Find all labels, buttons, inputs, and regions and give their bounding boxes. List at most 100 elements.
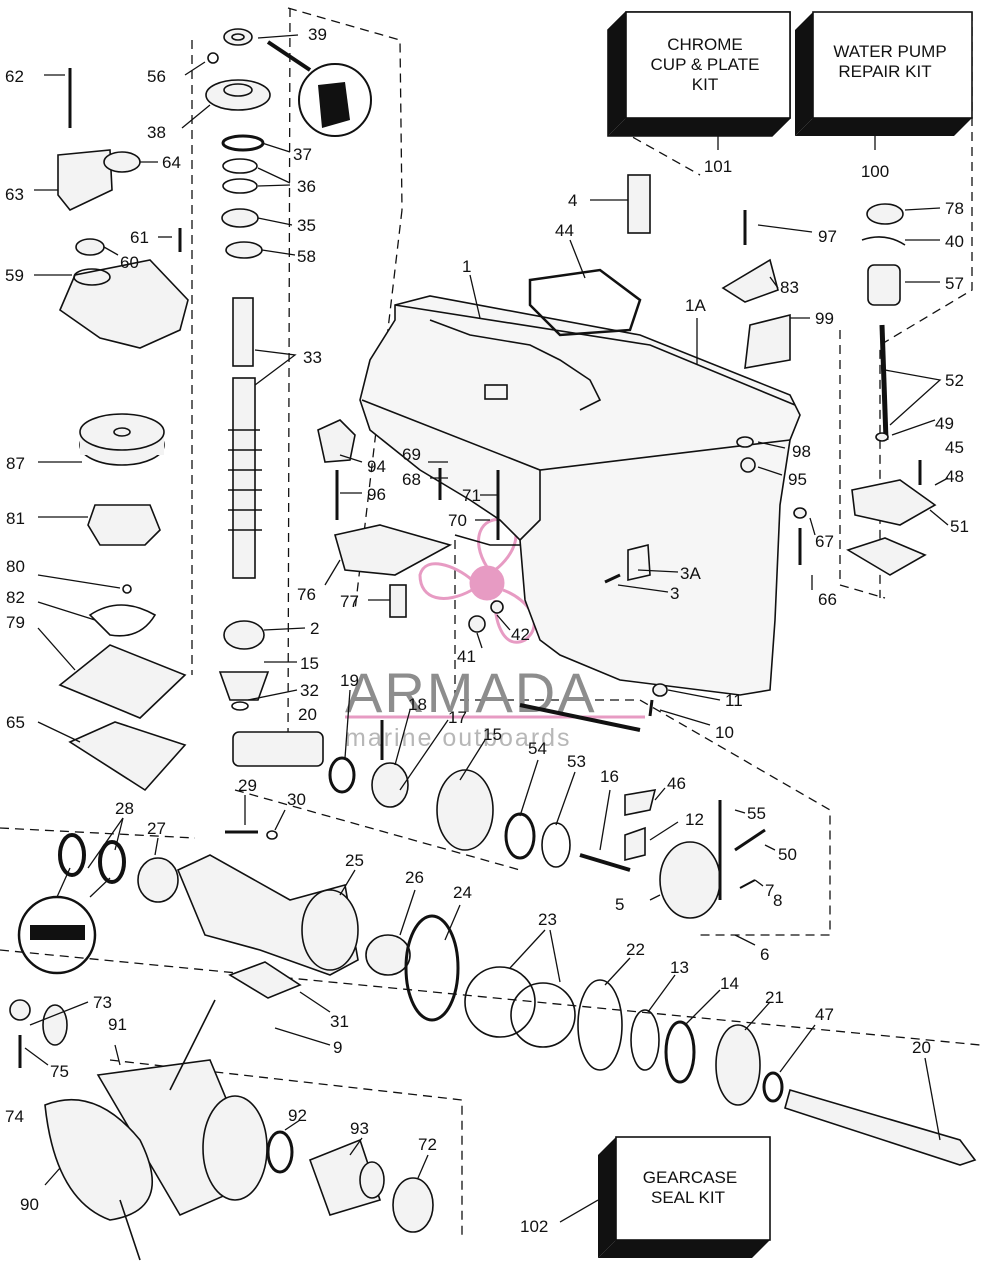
kit-water-pump-line2: REPAIR KIT — [838, 62, 931, 81]
part-label: 4 — [568, 191, 577, 210]
part-label: 47 — [815, 1005, 834, 1024]
part-label: 19 — [340, 671, 359, 690]
part-label: 2 — [310, 619, 319, 638]
part-label: 48 — [945, 467, 964, 486]
part-label: 23 — [538, 910, 557, 929]
kit-water-pump-number: 100 — [861, 162, 889, 181]
part-label: 24 — [453, 883, 472, 902]
part-label: 66 — [818, 590, 837, 609]
part-label: 68 — [402, 470, 421, 489]
part-label: 44 — [555, 221, 574, 240]
part-label: 94 — [367, 457, 386, 476]
part-label: 16 — [600, 767, 619, 786]
part-label: 93 — [350, 1119, 369, 1138]
shift-mechanism-parts — [225, 40, 937, 919]
part-label: 71 — [462, 486, 481, 505]
part-number-labels: 39 62 56 38 37 36 35 58 64 63 61 60 59 3… — [5, 25, 969, 1236]
part-label: 6 — [760, 945, 769, 964]
leader-lines — [24, 34, 949, 1186]
part-label: 17 — [448, 708, 467, 727]
part-label: 15 — [300, 654, 319, 673]
kit-chrome-line3: KIT — [692, 75, 718, 94]
lower-unit-parts — [9, 833, 977, 1261]
part-label: 18 — [408, 695, 427, 714]
part-label: 83 — [780, 278, 799, 297]
part-label: 3A — [680, 564, 701, 583]
part-label: 95 — [788, 470, 807, 489]
part-label: 81 — [6, 509, 25, 528]
part-label: 58 — [297, 247, 316, 266]
part-label: 99 — [815, 309, 834, 328]
part-label: 39 — [308, 25, 327, 44]
kit-gearcase-line2: SEAL KIT — [651, 1188, 725, 1207]
part-label: 74 — [5, 1107, 24, 1126]
part-label: 55 — [747, 804, 766, 823]
part-label: 73 — [93, 993, 112, 1012]
part-label: 72 — [418, 1135, 437, 1154]
water-pump-parts — [57, 68, 189, 792]
part-label: 60 — [120, 253, 139, 272]
kit-gearcase-line1: GEARCASE — [643, 1168, 737, 1187]
part-label: 97 — [818, 227, 837, 246]
part-label: 36 — [297, 177, 316, 196]
part-label: 54 — [528, 739, 547, 758]
part-label: 20 — [298, 705, 317, 724]
part-label: 5 — [615, 895, 624, 914]
part-label: 12 — [685, 810, 704, 829]
part-label: 25 — [345, 851, 364, 870]
part-label: 75 — [50, 1062, 69, 1081]
part-label: 1 — [462, 257, 471, 276]
part-label: 69 — [402, 445, 421, 464]
part-label: 28 — [115, 799, 134, 818]
part-label: 29 — [238, 776, 257, 795]
part-label: 20 — [912, 1038, 931, 1057]
part-label: 37 — [293, 145, 312, 164]
kit-chrome-line2: CUP & PLATE — [651, 55, 760, 74]
kit-box-gearcase-seal: GEARCASE SEAL KIT — [559, 1136, 771, 1258]
part-label: 59 — [5, 266, 24, 285]
part-label: 15 — [483, 725, 502, 744]
part-label: 8 — [773, 891, 782, 910]
part-label: 61 — [130, 228, 149, 247]
part-label: 10 — [715, 723, 734, 742]
part-label: 41 — [457, 647, 476, 666]
part-label: 31 — [330, 1012, 349, 1031]
part-label: 42 — [511, 625, 530, 644]
part-label: 49 — [935, 414, 954, 433]
kit-chrome-number: 101 — [704, 157, 732, 176]
part-label: 22 — [626, 940, 645, 959]
driveshaft-stack — [205, 28, 324, 767]
part-label: 76 — [297, 585, 316, 604]
part-label: 27 — [147, 819, 166, 838]
part-label: 32 — [300, 681, 319, 700]
part-label: 40 — [945, 232, 964, 251]
part-label: 33 — [303, 348, 322, 367]
part-label: 13 — [670, 958, 689, 977]
part-label: 57 — [945, 274, 964, 293]
part-label: 92 — [288, 1106, 307, 1125]
part-label: 9 — [333, 1038, 342, 1057]
part-label: 82 — [6, 588, 25, 607]
part-label: 14 — [720, 974, 739, 993]
part-label: 91 — [108, 1015, 127, 1034]
part-label: 50 — [778, 845, 797, 864]
part-label: 1A — [685, 296, 706, 315]
gearcase-housing — [359, 295, 801, 732]
part-label: 45 — [945, 438, 964, 457]
part-label: 80 — [6, 557, 25, 576]
part-label: 79 — [6, 613, 25, 632]
part-label: 77 — [340, 592, 359, 611]
part-label: 56 — [147, 67, 166, 86]
part-label: 98 — [792, 442, 811, 461]
part-label: 64 — [162, 153, 181, 172]
part-label: 21 — [765, 988, 784, 1007]
part-label: 53 — [567, 752, 586, 771]
part-label: 90 — [20, 1195, 39, 1214]
part-label: 46 — [667, 774, 686, 793]
part-label: 30 — [287, 790, 306, 809]
part-label: 87 — [6, 454, 25, 473]
part-label: 51 — [950, 517, 969, 536]
part-label: 35 — [297, 216, 316, 235]
kit-box-chrome-cup-plate: CHROME CUP & PLATE KIT 101 — [607, 11, 791, 176]
